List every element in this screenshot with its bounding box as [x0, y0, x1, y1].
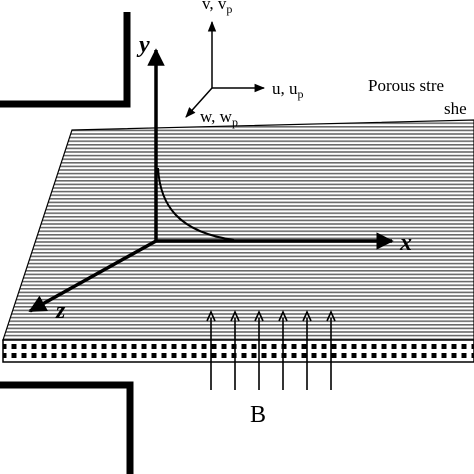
- magnetic-field-label: B: [250, 402, 266, 428]
- stretching-sheet-surface: [2, 119, 474, 345]
- porous-edge: [2, 339, 474, 363]
- sheet-caption-line2: she: [444, 99, 467, 118]
- magnetic-field-arrows: [206, 310, 336, 390]
- y-axis-label: y: [136, 32, 150, 58]
- field-arrow-head: [278, 310, 288, 322]
- velocity-frame-depth-label: w, wp: [200, 107, 238, 129]
- lower-slot-wall: [0, 381, 134, 474]
- sheet-caption-line1: Porous stre: [368, 76, 444, 95]
- upper-slot-wall: [0, 12, 131, 108]
- velocity-frame-horizontal-label: u, up: [272, 79, 304, 101]
- boundary-layer-curve: [157, 167, 235, 241]
- field-arrow-head: [302, 310, 312, 322]
- x-axis-label: x: [399, 230, 412, 256]
- field-arrow-head: [254, 310, 264, 322]
- field-arrow-head: [326, 310, 336, 322]
- z-axis-arrow: [28, 239, 157, 313]
- z-axis-label: z: [55, 298, 66, 324]
- field-arrow-head: [206, 310, 216, 322]
- field-arrow-head: [230, 310, 240, 322]
- velocity-frame-vertical-label: v, vp: [202, 0, 232, 16]
- velocity-frame-depth-arrow: [185, 87, 213, 118]
